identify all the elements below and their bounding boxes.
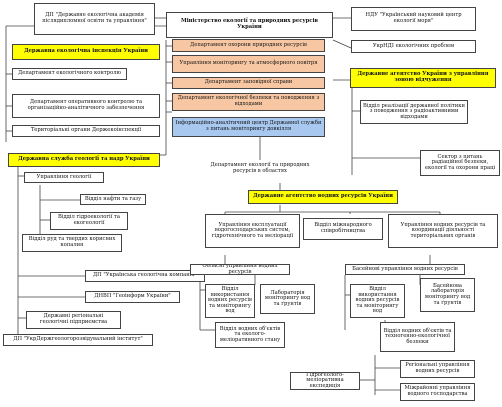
node-exclusion-zone-agency: Державне агентство України з управління … [350, 68, 496, 88]
node-dept-reserves: Департамент заповідної справи [172, 77, 325, 89]
node-hydrogeo-expedition: Гідрогеолого-меліоративна експедиція [290, 372, 360, 390]
node-water-objects-safety-dept: Відділ водних об'єктів та техногенно-еко… [380, 322, 455, 352]
node-intl-cooperation: Відділ міжнародного співробітництва [303, 218, 383, 240]
node-ministry: Міністерство екології та природних ресур… [166, 12, 333, 38]
node-interregional-water-mgmt: Міжрайонні управління водного господарст… [400, 383, 475, 401]
node-geo-exploration-institute: ДП "УкрДержгеологорозвідувальний інститу… [3, 334, 153, 346]
node-ukrndi: УкрНДІ екологічних проблем [351, 40, 476, 53]
node-basin-lab: Басейнова лабораторія моніторингу вод та… [420, 278, 475, 312]
node-geoinform: ДНВП "Геоінформ України" [85, 291, 180, 303]
node-water-objects-dept: Відділ водних об'єктів та еколого-меліор… [215, 322, 285, 348]
node-water-systems-mgmt: Управління експлуатації водогосподарськи… [205, 214, 300, 248]
node-basin-water-mgmt: Басейнові управління водних ресурсів [345, 264, 465, 275]
node-dept-monitoring: Управління моніторингу та атмосферного п… [172, 55, 325, 73]
node-geology-mgmt: Управління геології [24, 172, 104, 183]
node-dept-resource-protection: Департамент охорони природних ресурсів [172, 39, 325, 52]
node-territorial-organs: Територіальні органи Держекоінспекції [12, 125, 160, 137]
node-info-analytic-center: Інформаційно-аналітичний центр Державної… [172, 117, 325, 137]
node-water-coordination: Управління водних ресурсів та координаці… [388, 214, 498, 248]
node-ndu-sea-ecology: НДУ "Український науковий центр екології… [351, 7, 476, 31]
node-oblast-lab-monitoring: Лабораторія моніторингу вод та ґрунтів [260, 284, 315, 314]
node-dp-academy: ДП "Державне екологічна академія післяди… [34, 3, 155, 35]
node-regional-geo-enterprises: Державні регіональні геологічні підприєм… [26, 311, 121, 329]
node-radiation-safety-sector: Сектор з питань радіаційної безпеки, еко… [420, 150, 500, 176]
node-dp-geo-company: ДП "Українська геологічна компанія" [85, 270, 205, 282]
node-solid-minerals-dept: Відділ руд та твердих корисних копалин [22, 234, 122, 252]
node-oblast-water-use-dept: Відділ використання водних ресурсів та м… [205, 284, 255, 318]
node-water-agency: Державне агентство водних ресурсів Украї… [248, 190, 398, 204]
node-oil-gas-dept: Відділ нафти та газу [80, 194, 146, 205]
node-dept-eco-safety: Департамент екологічної безпеки та повод… [172, 93, 325, 111]
node-dept-eco-control: Департамент екологічного контролю [12, 68, 127, 80]
node-oblast-water-mgmt: Обласні управління водних ресурсів [190, 264, 290, 275]
node-basin-water-use-dept: Відділ використання водних ресурсів та м… [350, 284, 405, 318]
node-eco-inspection: Державна екологічна інспекція України [12, 44, 160, 60]
node-dept-operative-control: Департамент оперативного контролю та орг… [12, 94, 160, 118]
node-regional-water-mgmt: Регіональні управління водних ресурсів [400, 360, 475, 378]
node-regional-eco-depts: Департамент екології та природних ресурс… [210, 162, 310, 174]
node-geology-service: Державна служба геології та надр України [8, 153, 160, 167]
node-radwaste-dept: Відділ реалізації державної політики з п… [360, 100, 468, 124]
node-hydroecology-dept: Відділ гідроекології та екогеології [50, 212, 128, 230]
